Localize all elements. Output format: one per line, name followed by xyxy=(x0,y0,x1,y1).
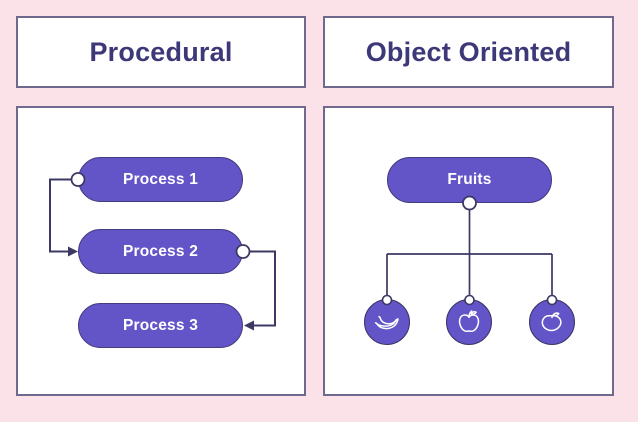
object-oriented-title: Object Oriented xyxy=(365,36,572,67)
process-3-label: Process 3 xyxy=(122,316,199,334)
fruits-label: Fruits xyxy=(447,171,492,188)
procedural-title: Procedural xyxy=(89,36,233,67)
banana-node xyxy=(364,299,410,345)
banana-icon xyxy=(374,315,399,330)
arrowhead-into-process-2 xyxy=(68,246,78,257)
fruits-root-node: Fruits xyxy=(387,157,552,203)
process-3-node: Process 3 xyxy=(78,303,243,348)
apple-node xyxy=(446,299,492,345)
object-oriented-panel: Fruits xyxy=(323,106,614,396)
object-oriented-header-box: Object Oriented xyxy=(323,16,614,88)
apple-icon xyxy=(458,310,480,333)
arrowhead-into-process-3 xyxy=(244,320,254,331)
process-2-node: Process 2 xyxy=(78,229,243,274)
fruits-tree-connectors xyxy=(381,195,558,306)
process-2-label: Process 2 xyxy=(122,242,199,260)
mango-node xyxy=(529,299,575,345)
procedural-panel: Process 1 Process 2 Process 3 xyxy=(16,106,306,396)
mango-icon xyxy=(541,312,562,332)
procedural-header-box: Procedural xyxy=(16,16,306,88)
process-1-label: Process 1 xyxy=(122,170,199,188)
process-1-node: Process 1 xyxy=(78,157,243,202)
